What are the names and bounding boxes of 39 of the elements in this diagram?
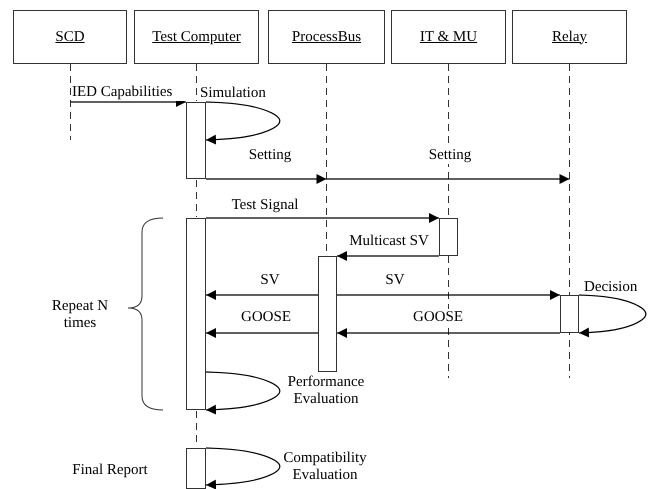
activation-bar: [186, 102, 206, 179]
activation-bar: [186, 448, 206, 489]
lifeline-header-box: [512, 10, 627, 64]
message-arrow: [326, 174, 570, 184]
edge-label: Simulation: [200, 85, 267, 102]
message-arrow: [206, 213, 439, 223]
lifeline-header-box: [13, 10, 127, 64]
lifeline-name: Relay: [552, 28, 587, 46]
lifeline-name: IT & MU: [420, 28, 478, 46]
self-message-arrow: [206, 371, 280, 415]
lifeline: [568, 64, 571, 378]
annotation-text: Final Report: [71, 462, 149, 479]
lifeline-name: Test Computer: [152, 28, 241, 46]
lifeline-header-box: [391, 10, 506, 64]
self-message-arrow: [206, 447, 280, 489]
activation-bar: [439, 218, 458, 256]
edge-label: Compatibility Evaluation: [282, 450, 368, 484]
annotation-text: Repeat N times: [50, 298, 110, 332]
lifeline-name: SCD: [55, 28, 85, 46]
lifeline-name: ProcessBus: [292, 28, 362, 46]
activation-bar: [560, 295, 579, 333]
self-message-arrow: [206, 101, 280, 145]
edge-label: Performance Evaluation: [286, 374, 366, 408]
edge-label: Decision: [584, 279, 638, 296]
activation-bar: [318, 256, 337, 372]
lifeline: [195, 180, 198, 217]
lifeline: [195, 64, 198, 101]
activation-bar: [186, 218, 206, 410]
edge-label: IED Capabilities: [72, 84, 187, 101]
lifeline-header-box: [268, 10, 385, 64]
lifeline: [69, 64, 72, 140]
lifeline-header-box: [134, 10, 259, 64]
message-arrow: [206, 174, 326, 184]
message-arrow: [337, 251, 439, 261]
message-arrow: [337, 328, 560, 338]
message-arrow: [206, 328, 318, 338]
message-arrow: [206, 290, 318, 300]
message-arrow: [337, 290, 560, 300]
self-message-arrow: [578, 294, 646, 338]
